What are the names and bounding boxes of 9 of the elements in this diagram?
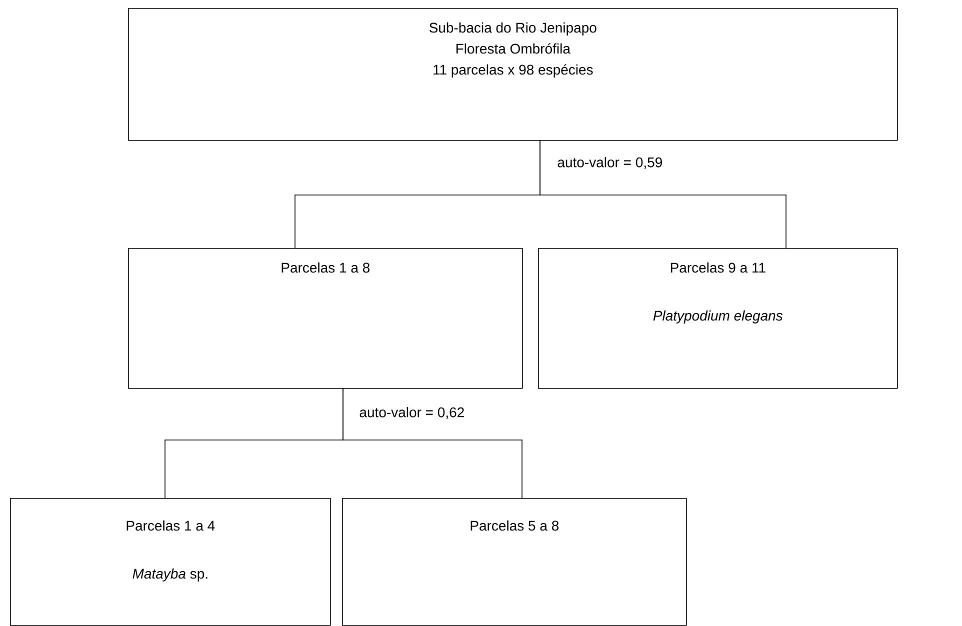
group-box: Parcelas 5 a 8 bbox=[342, 498, 687, 626]
edge-label: auto-valor = 0,59 bbox=[556, 156, 664, 170]
connector-line bbox=[540, 140, 786, 248]
group-box: Parcelas 9 a 11 Platypodium elegans bbox=[538, 248, 898, 389]
group-box: Parcelas 1 a 4 Matayba sp. bbox=[10, 498, 331, 626]
group-box: Sub-bacia do Rio Jenipapo Floresta Ombrófila 11 parcelas x 98 espécies bbox=[128, 8, 898, 141]
group-box: Parcelas 1 a 8 bbox=[128, 248, 523, 389]
edge-label: auto-valor = 0,62 bbox=[358, 406, 466, 420]
connector-line bbox=[342, 388, 522, 498]
